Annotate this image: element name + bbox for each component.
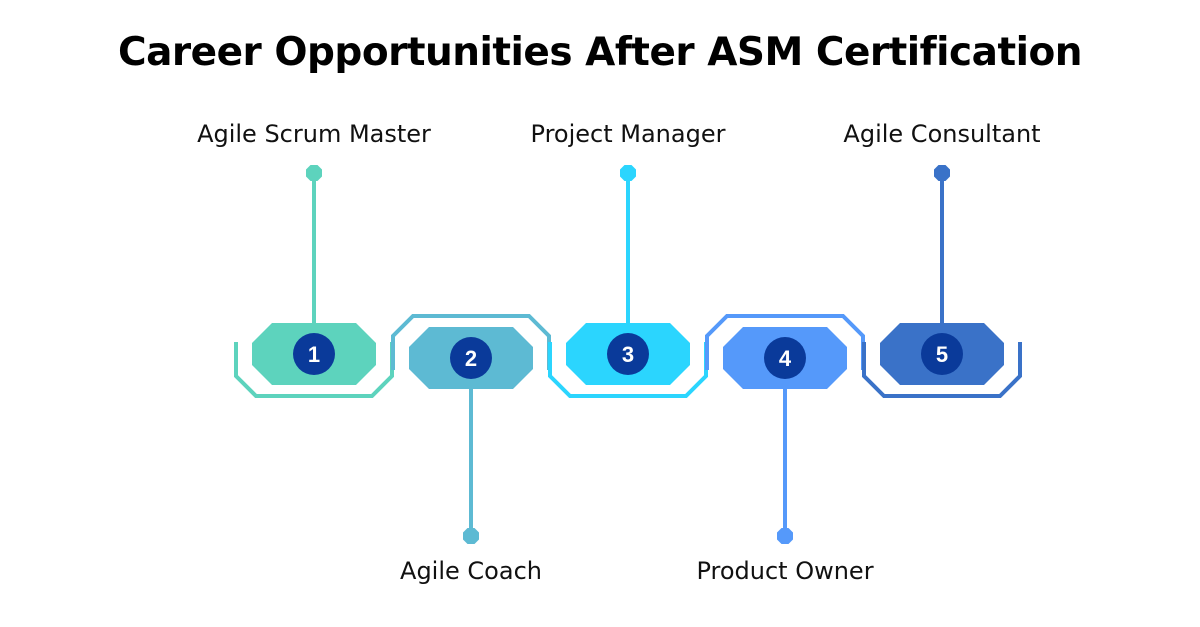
connector-dot-icon (306, 165, 322, 181)
step-outline (862, 342, 1022, 398)
step-number: 3 (622, 342, 634, 367)
step-3: 3 (548, 165, 708, 398)
step-outline (234, 342, 394, 398)
step-label: Agile Consultant (843, 120, 1041, 148)
step-2: 2 (391, 314, 551, 544)
step-outline (705, 314, 865, 370)
step-label: Agile Scrum Master (197, 120, 431, 148)
step-number: 1 (308, 342, 320, 367)
connector-dot-icon (934, 165, 950, 181)
step-label: Product Owner (696, 557, 874, 585)
step-label: Project Manager (530, 120, 726, 148)
step-number-badge (450, 337, 492, 379)
step-4: 4 (705, 314, 865, 544)
step-number-badge (293, 333, 335, 375)
connector-dot-icon (777, 528, 793, 544)
step-1: 1 (234, 165, 394, 398)
step-label: Agile Coach (400, 557, 542, 585)
step-5: 5 (862, 165, 1022, 398)
step-number: 2 (465, 346, 477, 371)
step-number-badge (764, 337, 806, 379)
connector-dot-icon (463, 528, 479, 544)
step-number: 4 (779, 346, 792, 371)
step-number: 5 (936, 342, 948, 367)
step-outline (548, 342, 708, 398)
step-outline (391, 314, 551, 370)
step-number-badge (921, 333, 963, 375)
step-number-badge (607, 333, 649, 375)
connector-dot-icon (620, 165, 636, 181)
page-title: Career Opportunities After ASM Certifica… (117, 30, 1083, 75)
